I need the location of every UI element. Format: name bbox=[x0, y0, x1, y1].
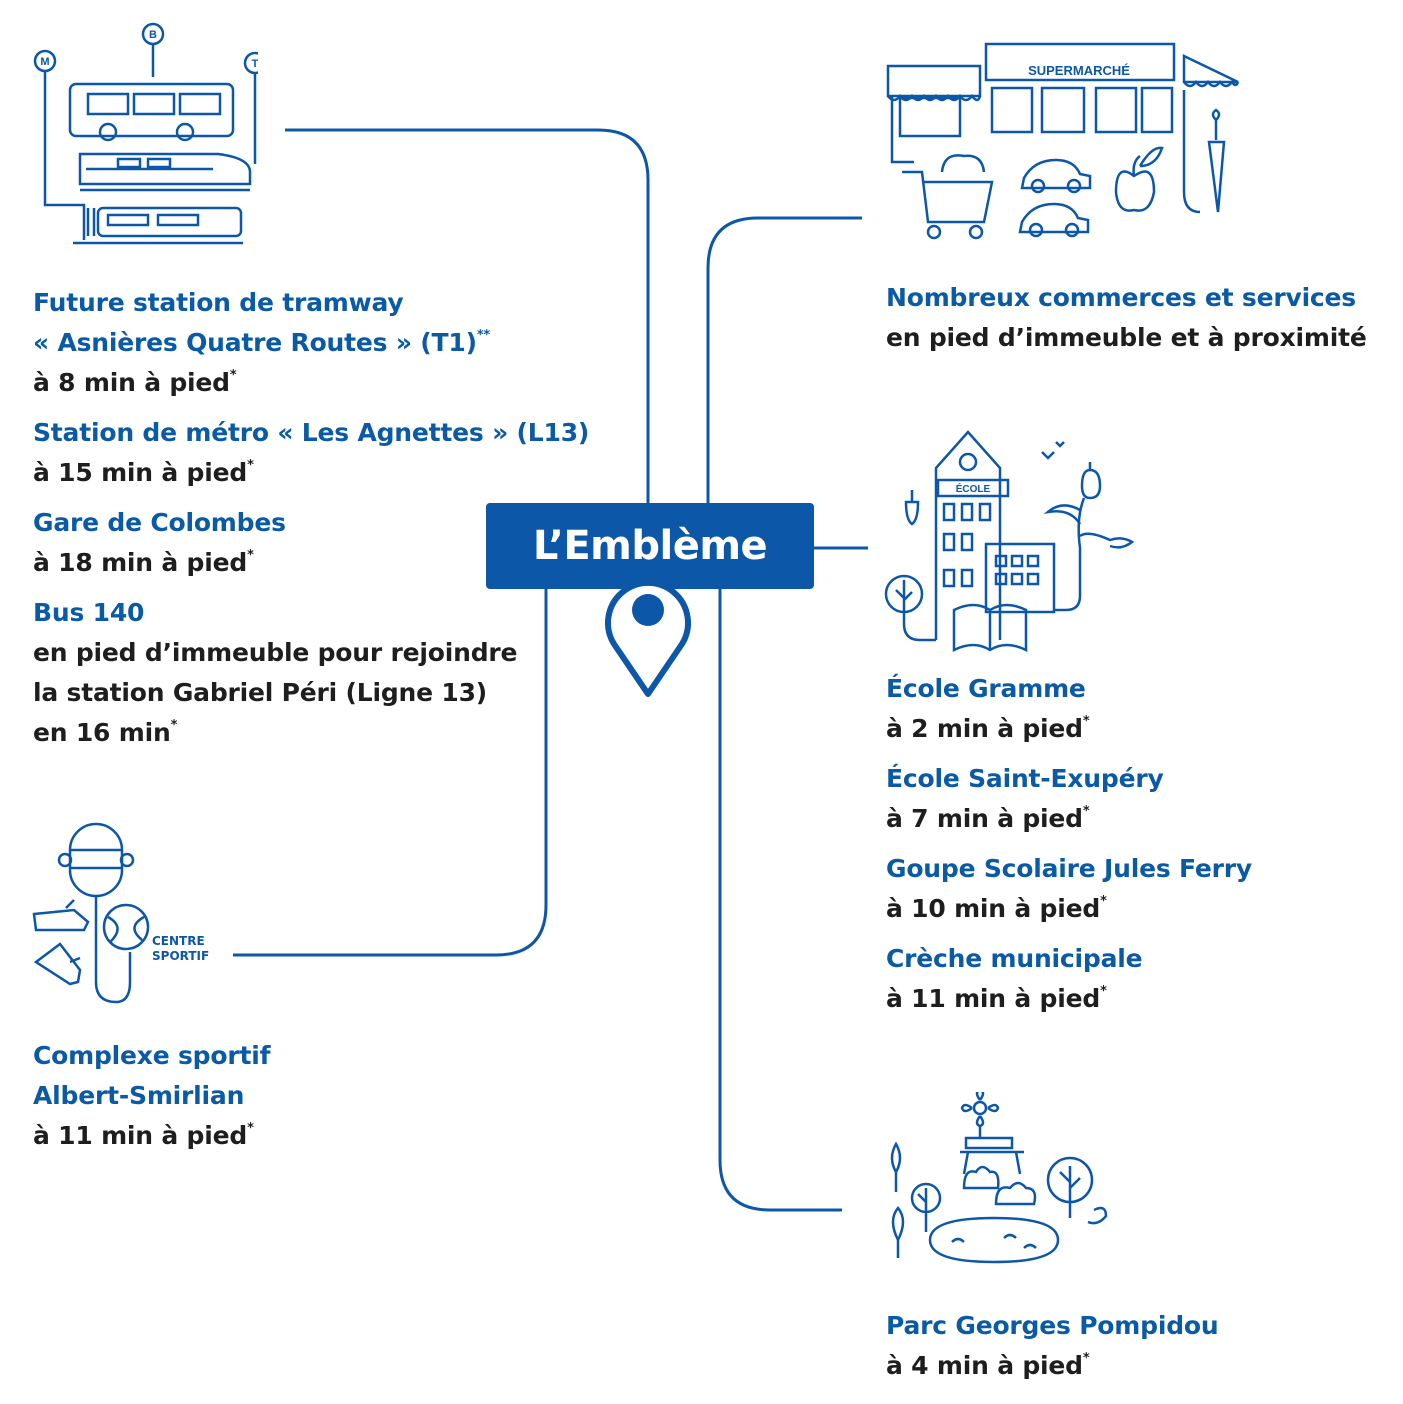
school-heading: École Gramme bbox=[886, 674, 1086, 703]
connector-sport bbox=[233, 589, 548, 957]
transport-detail: en 16 min* bbox=[33, 718, 178, 747]
transport-detail: à 18 min à pied* bbox=[33, 548, 254, 577]
shops-heading: Nombreux commerces et services bbox=[886, 283, 1356, 312]
sport-icon bbox=[32, 822, 150, 1004]
park-icon bbox=[890, 1092, 1108, 1264]
title-box: L’Emblème bbox=[486, 503, 814, 589]
transport-heading: Station de métro « Les Agnettes » (L13) bbox=[33, 418, 590, 447]
bus-letter: B bbox=[149, 29, 157, 41]
park-detail: à 4 min à pied* bbox=[886, 1351, 1090, 1380]
transport-detail: à 15 min à pied* bbox=[33, 458, 254, 487]
tram-letter: T bbox=[252, 58, 258, 70]
school-detail: à 2 min à pied* bbox=[886, 714, 1090, 743]
school-heading: Crèche municipale bbox=[886, 944, 1143, 973]
metro-letter: M bbox=[40, 56, 49, 68]
transport-detail: en pied d’immeuble pour rejoindre bbox=[33, 638, 518, 667]
sport-heading: Albert-Smirlian bbox=[33, 1081, 245, 1110]
connector-transport bbox=[285, 128, 650, 503]
connector-shops bbox=[706, 216, 862, 503]
location-pin-icon bbox=[605, 580, 691, 697]
school-heading: Goupe Scolaire Jules Ferry bbox=[886, 854, 1253, 883]
schools-list: École Gramme à 2 min à pied* École Saint… bbox=[886, 669, 1252, 1019]
sport-info: Complexe sportif Albert-Smirlian à 11 mi… bbox=[33, 1036, 270, 1156]
sport-detail: à 11 min à pied* bbox=[33, 1121, 254, 1150]
supermarket-icon: SUPERMARCHÉ bbox=[886, 42, 1240, 240]
supermarket-sign: SUPERMARCHÉ bbox=[1028, 63, 1130, 78]
transport-icon: M B T bbox=[33, 22, 258, 245]
transport-heading: Gare de Colombes bbox=[33, 508, 286, 537]
transport-detail: la station Gabriel Péri (Ligne 13) bbox=[33, 678, 488, 707]
transport-detail: à 8 min à pied* bbox=[33, 368, 237, 397]
park-info: Parc Georges Pompidou à 4 min à pied* bbox=[886, 1306, 1219, 1386]
school-heading: École Saint-Exupéry bbox=[886, 764, 1164, 793]
school-detail: à 10 min à pied* bbox=[886, 894, 1107, 923]
shops-detail: en pied d’immeuble et à proximité bbox=[886, 323, 1367, 352]
sport-heading: Complexe sportif bbox=[33, 1041, 271, 1070]
transport-heading-line: « Asnières Quatre Routes » (T1)** bbox=[33, 328, 491, 357]
school-detail: à 7 min à pied* bbox=[886, 804, 1090, 833]
school-detail: à 11 min à pied* bbox=[886, 984, 1107, 1013]
school-sign: ÉCOLE bbox=[956, 482, 991, 495]
connector-park bbox=[718, 589, 842, 1212]
transport-heading: Bus 140 bbox=[33, 598, 145, 627]
shops-info: Nombreux commerces et services en pied d… bbox=[886, 278, 1367, 358]
school-icon: ÉCOLE bbox=[884, 430, 1135, 653]
park-heading: Parc Georges Pompidou bbox=[886, 1311, 1219, 1340]
transport-list: Future station de tramway « Asnières Qua… bbox=[33, 283, 589, 753]
transport-heading-line: Future station de tramway bbox=[33, 288, 404, 317]
title: L’Emblème bbox=[532, 523, 768, 569]
